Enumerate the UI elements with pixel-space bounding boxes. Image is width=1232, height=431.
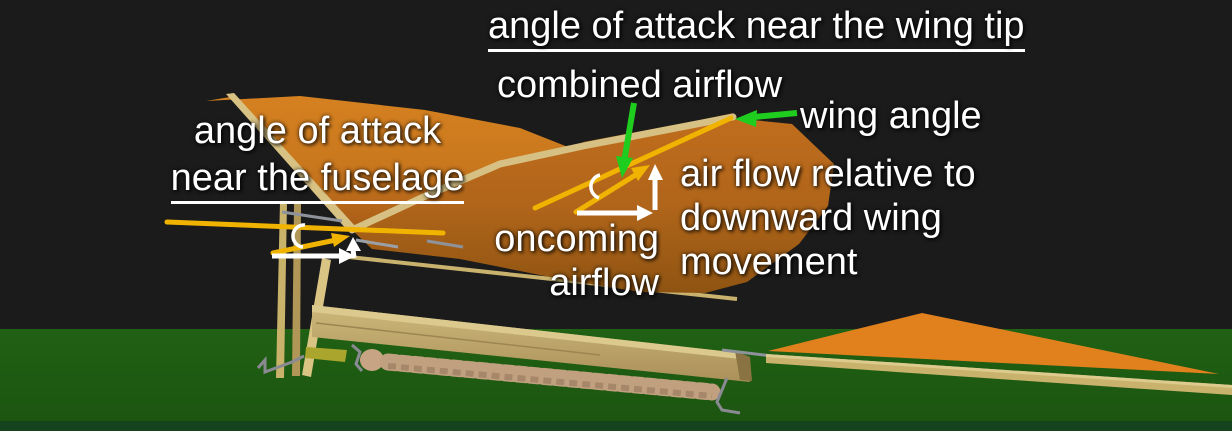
tail-boom-highlight [766,354,1232,388]
ground-edge-shadow [0,421,1232,431]
fuselage-angle-diagram [164,219,446,264]
wing-tip-angle-diagram [532,115,734,221]
rubber-band-chain [379,353,721,401]
title-angle-of-attack-wing-tip: angle of attack near the wing tip [488,4,1025,52]
label-relative-line2: downward wing [680,197,942,239]
combined-airflow-vector-fuselage [270,237,339,256]
label-aoa-fuselage-line1: angle of attack [193,110,442,152]
label-oncoming-airflow: oncoming airflow [487,217,659,305]
front-hook-wire-2 [351,343,364,372]
title-text: angle of attack near the wing tip [488,5,1025,52]
label-airflow-relative: air flow relative to downward wing movem… [680,152,976,284]
fuselage-beam-top [312,305,740,359]
combined-airflow-vector [573,171,640,215]
angle-arc-wing-tip [589,173,601,200]
front-hook-wire [256,354,305,375]
vertical-flow-arrowhead-fuselage [346,237,361,251]
chord-line-fuselage [164,219,446,236]
rear-hook-wire [715,377,741,415]
far-wing-spar [226,93,356,230]
wing-angle-pointer-line [753,110,798,120]
rib-wire [426,239,464,249]
combined-airflow-arrowhead-fuselage [331,233,350,247]
tailboom-joint-wire [721,348,773,358]
front-post-stick [276,202,287,378]
label-oncoming-line2: airflow [549,262,659,304]
pointer-arrows [616,102,798,178]
oncoming-airflow-arrowhead-fuselage [339,248,355,264]
far-wing [206,96,578,229]
rubber-band-knot [360,349,384,371]
label-angle-of-attack-fuselage: angle of attack near the fuselage [160,109,475,204]
label-relative-line1: air flow relative to [680,153,976,195]
front-mount-block [305,347,347,362]
near-wing-spar [348,113,737,234]
root-hinge-wire [281,210,343,223]
near-wing [352,118,834,293]
label-wing-angle: wing angle [800,95,982,137]
oncoming-airflow-arrowhead [637,205,653,221]
fuselage-beam-end [735,351,752,381]
label-aoa-fuselage-line2: near the fuselage [170,157,465,204]
angle-arc-fuselage [291,223,306,249]
wing-angle-pointer-arrowhead [735,110,757,127]
downward-movement-flow-arrowhead [648,164,663,180]
combined-airflow-pointer-arrowhead [616,156,633,178]
combined-airflow-pointer-line [621,102,637,163]
tail-surface [768,313,1219,374]
label-combined-airflow: combined airflow [497,64,783,106]
label-relative-line3: movement [680,241,858,283]
beam-seam [315,322,601,356]
rubber-band-shading [387,363,713,399]
label-oncoming-line1: oncoming [494,218,659,260]
chord-line-wing-tip [532,115,734,211]
combined-airflow-arrowhead [631,165,650,181]
root-link-wire [355,238,399,249]
fuselage-beam [312,305,750,382]
